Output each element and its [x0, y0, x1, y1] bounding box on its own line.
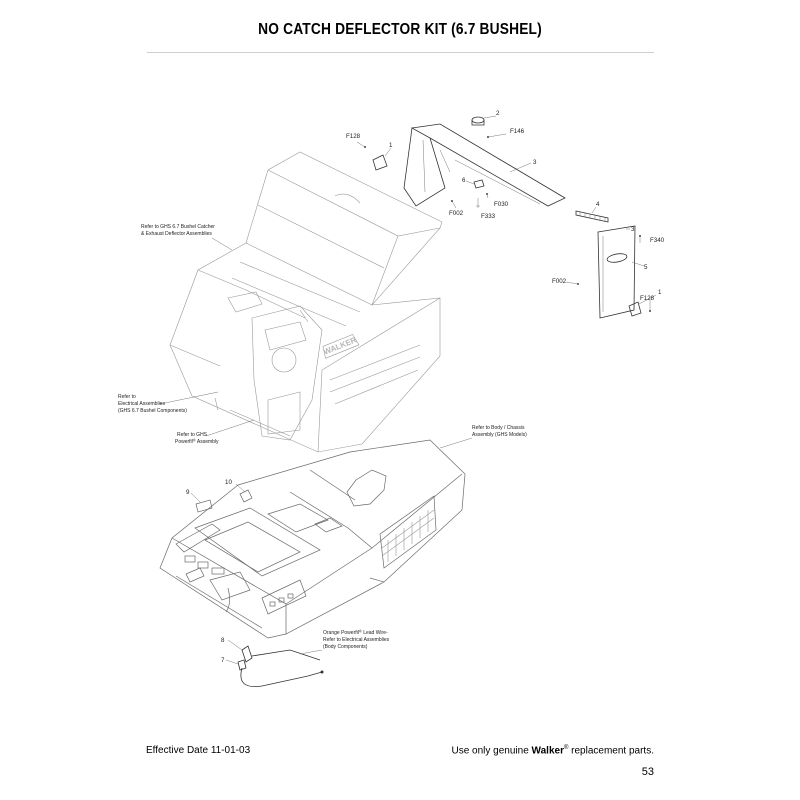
connector-part-8 [241, 645, 253, 663]
side-panel-part-5 [597, 225, 636, 319]
title-rule [147, 52, 654, 53]
callout-electrical-line1: Refer to [118, 394, 136, 400]
part-label-6: 6 [462, 177, 466, 184]
knob-part-10 [239, 489, 253, 503]
part-label-8: 8 [221, 637, 225, 644]
callout-ghs-catcher-line2: & Exhaust Deflector Assemblies [141, 231, 212, 237]
effective-date: Effective Date 11-01-03 [146, 745, 251, 756]
deflector-top-panel [410, 123, 566, 207]
part-label-f128: F128 [346, 133, 361, 140]
body-chassis: 9 10 8 7 [159, 439, 466, 687]
part-label-1: 1 [389, 142, 393, 149]
page-title: NO CATCH DEFLECTOR KIT (6.7 BUSHEL) [258, 21, 542, 38]
catcher-logo: WALKER [322, 335, 358, 356]
knob-part-2 [471, 116, 485, 124]
deflector-kit: 1 F128 2 F146 3 6 F002 F333 F030 4 3 F34… [346, 110, 665, 319]
callout-powerfil-line1: Refer to GHS [177, 432, 208, 438]
callout-electrical-line3: (GHS 6.7 Bushel Components) [118, 408, 187, 414]
part-label-4: 4 [596, 201, 600, 208]
part-label-f128b: F128 [640, 295, 655, 302]
part-label-9: 9 [186, 489, 190, 496]
part-label-f030: F030 [494, 201, 509, 208]
callout-body-chassis-line1: Refer to Body / Chassis [472, 425, 525, 431]
part-label-2: 2 [496, 110, 500, 117]
page-number: 53 [641, 766, 654, 778]
clip-part-1 [372, 154, 388, 171]
part-label-f340: F340 [650, 237, 665, 244]
callout-powerfil-line2: Powerfil® Assembly [175, 438, 219, 446]
brand-name: Walker [531, 745, 564, 757]
part-label-3b: 3 [631, 226, 635, 233]
part-label-f002: F002 [449, 210, 464, 217]
callout-electrical-line2: Electrical Assemblies [118, 401, 165, 407]
part-label-7: 7 [221, 657, 225, 664]
part-label-f146: F146 [510, 128, 525, 135]
strip-part-4 [575, 210, 609, 223]
lead-wire-part-7 [240, 667, 323, 687]
callout-lead-wire-line3: (Body Components) [323, 644, 368, 650]
reference-callouts: Refer to GHS 6.7 Bushel Catcher & Exhaus… [118, 224, 527, 655]
part-label-5: 5 [644, 264, 648, 271]
genuine-parts-tagline: Use only genuine Walker® replacement par… [451, 745, 654, 757]
callout-lead-wire-line1: Orange Powerfil® Lead Wire- [323, 629, 388, 637]
part-label-f002b: F002 [552, 278, 567, 285]
callout-ghs-catcher-line1: Refer to GHS 6.7 Bushel Catcher [141, 224, 215, 230]
callout-lead-wire-line2: Refer to Electrical Assemblies [323, 637, 390, 643]
part-label-3: 3 [533, 159, 537, 166]
decal-part-9 [195, 499, 213, 513]
part-label-1b: 1 [658, 289, 662, 296]
catcher-assembly: WALKER [169, 151, 443, 453]
callout-body-chassis-line2: Assembly (GHS Models) [472, 432, 527, 438]
part-label-f333: F333 [481, 213, 496, 220]
part-label-10: 10 [225, 479, 232, 486]
